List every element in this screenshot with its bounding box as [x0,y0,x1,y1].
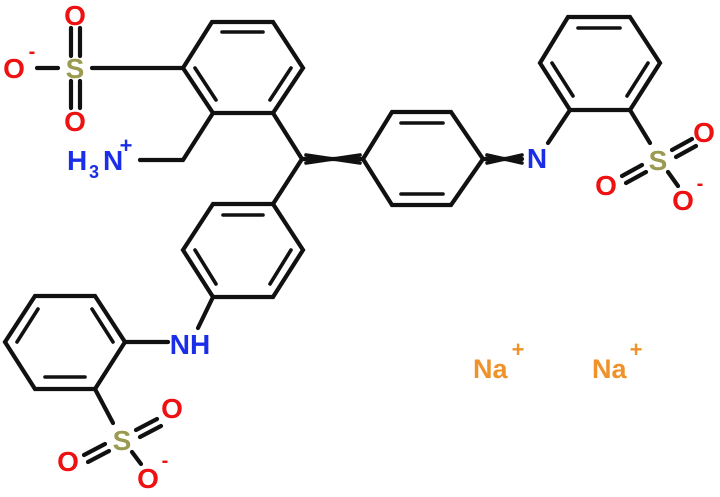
oxygen-label: O [64,0,86,31]
sodium-ion-1: Na + [473,337,524,384]
imine-group: N [480,107,573,174]
amine-group: NH [122,294,216,360]
oxygen-anion-label: O [137,463,159,494]
positive-charge: + [630,337,643,362]
sulfur-label: S [66,53,85,84]
imine-nitrogen-label: N [527,143,547,174]
central-carbon-bonds [270,110,366,207]
positive-charge: + [120,133,133,158]
oxygen-label: O [693,117,715,148]
ammonium-subscript: 3 [89,162,99,182]
ring-b-quinoid [360,109,486,208]
sulfonate-group-right: S O O O - [595,107,715,216]
ammonium-h-label: H [67,145,87,176]
negative-charge: - [162,450,169,472]
sulfur-label: S [113,425,132,456]
oxygen-label: O [161,393,183,424]
positive-charge: + [512,337,525,362]
oxygen-label: O [595,170,617,201]
ammonium-n-label: N [103,145,123,176]
aminomethyl-group: H 3 N + [67,110,216,182]
sodium-label: Na [473,354,508,384]
negative-charge: - [29,41,36,63]
sulfonate-group-top-left: S O O O - [3,0,186,137]
amine-nh-label: NH [170,329,210,360]
ring-d-lower-benzene [180,201,306,300]
ring-e-bottom-left-benzene [2,293,128,392]
sulfonate-group-bottom-left: S O O O - [57,386,183,494]
negative-charge: - [697,173,704,195]
oxygen-anion-label: O [672,185,694,216]
oxygen-label: O [57,446,79,477]
sulfur-label: S [649,145,668,176]
ring-c-right-benzene [537,14,663,113]
sodium-label: Na [592,354,627,384]
oxygen-anion-label: O [3,53,25,84]
sodium-ion-2: Na + [592,337,642,384]
ring-a-top-benzene [180,19,306,116]
oxygen-label: O [64,106,86,137]
